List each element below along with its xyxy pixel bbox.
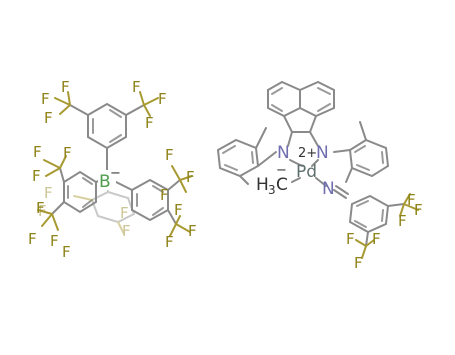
fluorine-atom: F bbox=[372, 230, 381, 248]
fluorine-atom: F bbox=[120, 204, 129, 222]
fluorine-atom: F bbox=[33, 143, 42, 161]
palladium-charge: 2+ bbox=[298, 146, 317, 161]
fluorine-atom: F bbox=[398, 212, 407, 230]
fluorine-atom: F bbox=[63, 144, 72, 162]
bond-pd-methyl bbox=[291, 177, 301, 183]
methyl-carbon: C bbox=[276, 175, 288, 195]
cf3-top-right: F F F bbox=[132, 78, 167, 132]
fluorine-atom: F bbox=[44, 109, 53, 127]
nitrogen-atom-nitrile: N bbox=[322, 179, 335, 199]
cf3-right-lower: F F F bbox=[165, 201, 197, 251]
methyl-group: H 3 C − bbox=[256, 163, 288, 197]
fluorine-atom: F bbox=[38, 202, 47, 220]
aryl-ring-right bbox=[115, 178, 181, 225]
fluorine-atom: F bbox=[122, 222, 131, 240]
fluorine-atom: F bbox=[50, 232, 59, 250]
fluorine-atom: F bbox=[62, 243, 71, 261]
nitrogen-atom-left: N bbox=[277, 143, 290, 163]
fluorine-atom: F bbox=[32, 167, 41, 185]
fluorine-atom: F bbox=[414, 201, 423, 219]
borate-anion: F F F F F F F F F bbox=[28, 78, 197, 261]
cf3-left-upper: F F F bbox=[32, 143, 72, 185]
fluorine-atom: F bbox=[174, 201, 183, 219]
fluorine-atom: F bbox=[36, 199, 45, 217]
cf3-nitrile-right: F F F bbox=[398, 191, 423, 230]
methyl-hydrogen: H bbox=[256, 175, 269, 195]
fluorine-atom: F bbox=[132, 78, 141, 96]
fluorine-atom: F bbox=[346, 230, 355, 248]
cf3-top-left: F F F bbox=[41, 78, 71, 127]
fluorine-atom: F bbox=[28, 230, 37, 248]
aryl-ring-back: F F F F bbox=[38, 179, 136, 240]
fluorine-atom: F bbox=[158, 90, 167, 108]
boron-charge: − bbox=[110, 166, 121, 181]
cf3-nitrile-bottom: F F F bbox=[346, 230, 381, 272]
aryl-ring-top bbox=[69, 102, 145, 171]
fluorine-atom: F bbox=[160, 186, 169, 204]
fluorine-atom: F bbox=[186, 168, 195, 186]
palladium-atom: Pd bbox=[296, 162, 317, 182]
methyl-charge: − bbox=[276, 163, 287, 178]
nitrogen-atom-right: N bbox=[316, 143, 329, 163]
aryl-ring-n-right bbox=[333, 121, 390, 183]
bond-pd-nitrile bbox=[315, 177, 327, 187]
boron-label-bg bbox=[98, 170, 116, 190]
fluorine-atom: F bbox=[145, 114, 154, 132]
fluorine-atom: F bbox=[188, 222, 197, 240]
benzonitrile-ligand bbox=[333, 185, 405, 247]
fluorine-atom: F bbox=[61, 78, 70, 96]
fluorine-atom: F bbox=[41, 90, 50, 108]
fluorine-atom: F bbox=[165, 233, 174, 251]
palladium-cation: F F F F F F N N 2+ Pd H 3 C − N bbox=[216, 80, 423, 272]
fluorine-atom: F bbox=[354, 254, 363, 272]
cf3-left-lower: F F F F bbox=[28, 199, 71, 261]
methyl-subscript: 3 bbox=[268, 183, 276, 197]
fluorine-atom: F bbox=[44, 184, 53, 202]
cf3-right-upper: F F F bbox=[160, 146, 195, 204]
boron-atom: B bbox=[99, 172, 111, 192]
acenaphthene-backbone bbox=[267, 80, 335, 147]
bond-n-pd-left bbox=[289, 159, 303, 167]
fluorine-atom: F bbox=[165, 146, 174, 164]
aryl-ring-n-left bbox=[216, 127, 277, 185]
bond-n-pd-right bbox=[311, 159, 319, 167]
fluorine-atom: F bbox=[407, 191, 416, 209]
